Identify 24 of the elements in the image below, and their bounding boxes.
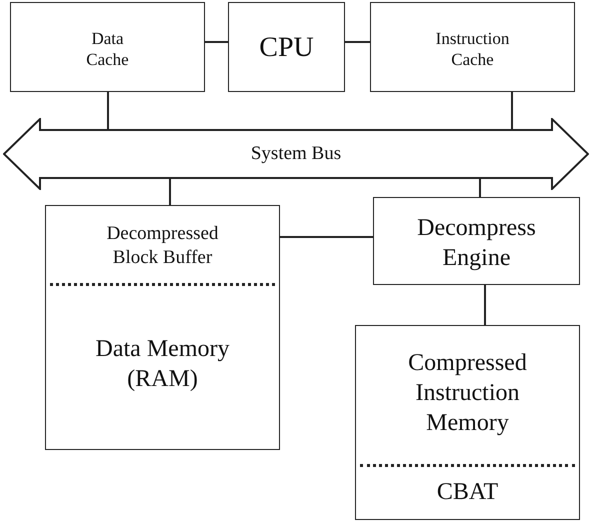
bus-label: System Bus bbox=[250, 142, 342, 166]
processor-box bbox=[228, 2, 345, 92]
node-label: Compressed Instruction Memory bbox=[407, 349, 528, 438]
bus-arrow bbox=[3, 118, 589, 190]
connector-line bbox=[205, 41, 228, 43]
node-label: Instruction Cache bbox=[434, 28, 510, 70]
connector-line bbox=[280, 236, 373, 238]
connector-line bbox=[479, 178, 481, 197]
node-label: Data Memory (RAM) bbox=[94, 335, 230, 394]
connector-line bbox=[345, 41, 370, 43]
engine-box bbox=[373, 197, 580, 285]
node-label: Decompress Engine bbox=[416, 214, 537, 273]
memory-box bbox=[355, 325, 580, 520]
connector-line bbox=[484, 285, 486, 325]
node-label: Decompressed Block Buffer bbox=[106, 222, 220, 270]
cache-box bbox=[370, 2, 575, 92]
node-label: CBAT bbox=[436, 478, 498, 507]
memory-box bbox=[45, 205, 280, 450]
cache-box bbox=[10, 2, 205, 92]
connector-line bbox=[107, 92, 109, 130]
connector-line bbox=[169, 178, 171, 205]
node-label: CPU bbox=[259, 30, 314, 64]
node-label: Data Cache bbox=[85, 28, 130, 70]
connector-line bbox=[511, 92, 513, 130]
